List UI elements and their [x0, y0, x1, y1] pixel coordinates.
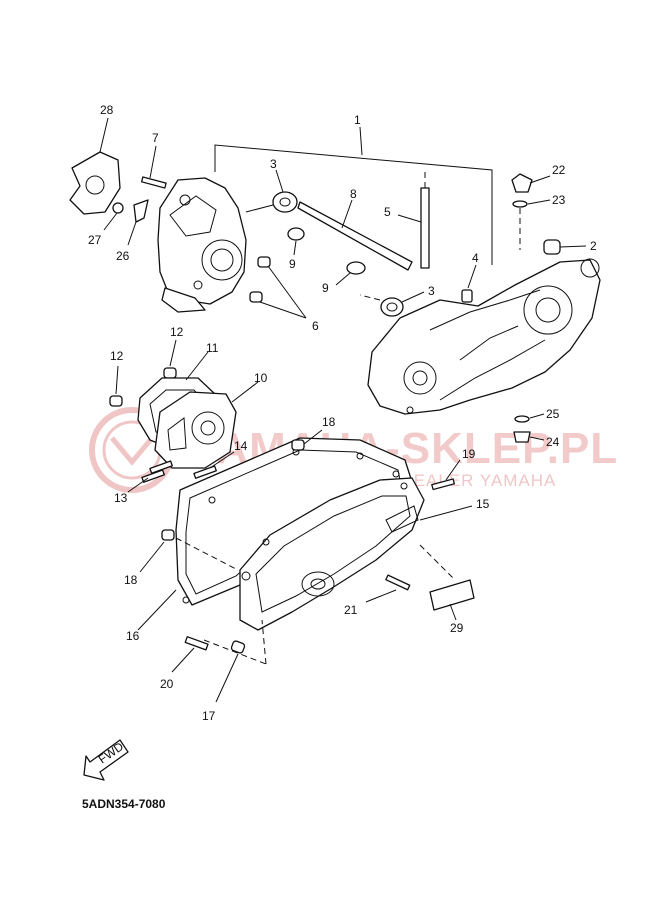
part-5-pipe — [397, 170, 430, 269]
part-14-bolt — [193, 451, 235, 479]
callout-8: 8 — [350, 187, 357, 201]
forward-direction-arrow: FWD — [83, 739, 129, 781]
callout-17: 17 — [202, 709, 216, 723]
callout-9-right: 9 — [322, 281, 329, 295]
callout-14: 14 — [234, 439, 248, 453]
part-2-collar — [543, 239, 587, 255]
callout-28: 28 — [100, 103, 114, 117]
assembly-1-bracket — [214, 126, 493, 265]
callout-19: 19 — [462, 447, 476, 461]
part-10-cover — [154, 381, 259, 469]
callout-13: 13 — [114, 491, 128, 505]
part-13-bolts — [127, 460, 173, 493]
part-18-dowel-lower — [139, 529, 239, 573]
callout-24: 24 — [546, 435, 560, 449]
callout-labels: 1 2 3 3 4 5 6 7 8 9 9 10 11 12 12 13 14 … — [88, 103, 597, 723]
callout-15: 15 — [476, 497, 490, 511]
callout-20: 20 — [160, 677, 174, 691]
callout-12-lower: 12 — [110, 349, 124, 363]
callout-21: 21 — [344, 603, 358, 617]
callout-22: 22 — [552, 163, 566, 177]
part-29-label — [429, 579, 475, 621]
callout-23: 23 — [552, 193, 566, 207]
callout-4: 4 — [472, 251, 479, 265]
part-27-screw — [112, 202, 124, 214]
callout-18-upper: 18 — [322, 415, 336, 429]
part-12-dowel-a — [163, 339, 177, 379]
callout-11: 11 — [206, 341, 219, 355]
part-3-bearing-lower — [359, 291, 425, 317]
diagram-code: 5ADN354-7080 — [82, 797, 166, 811]
right-crankcase-half — [367, 258, 601, 415]
callout-10: 10 — [254, 371, 268, 385]
part-22-drain-bolt — [511, 173, 551, 193]
callout-7: 7 — [152, 131, 159, 145]
callout-3-upper: 3 — [270, 157, 277, 171]
callout-5: 5 — [384, 205, 391, 219]
callout-26: 26 — [116, 249, 130, 263]
callout-6: 6 — [312, 319, 319, 333]
left-crankcase-half — [157, 177, 247, 313]
part-24-bolt — [513, 431, 545, 443]
callout-25: 25 — [546, 407, 560, 421]
part-6-dowels — [249, 256, 307, 319]
callout-3-lower: 3 — [428, 284, 435, 298]
part-17-dowel — [215, 619, 267, 703]
callout-27: 27 — [88, 233, 102, 247]
callout-9-left: 9 — [289, 257, 296, 271]
part-4-bolt — [461, 264, 477, 303]
part-23-o-ring — [512, 199, 551, 250]
part-7-bolt — [140, 145, 167, 189]
callout-29: 29 — [450, 621, 464, 635]
part-9-seal-upper — [287, 227, 305, 256]
part-25-washer — [514, 413, 545, 423]
part-21-bolt — [365, 574, 411, 603]
callout-18-lower: 18 — [124, 573, 138, 587]
callout-2: 2 — [590, 239, 597, 253]
part-28-plate — [69, 151, 121, 215]
part-18-dowel-upper — [291, 429, 323, 451]
part-15-crankcase-cover — [239, 477, 473, 631]
callout-16: 16 — [126, 629, 140, 643]
part-9-seal-lower — [335, 261, 366, 286]
part-3-bearing-upper — [245, 169, 298, 213]
part-19-bolt — [431, 459, 461, 491]
part-26-clip — [133, 199, 149, 223]
callout-12-upper: 12 — [170, 325, 184, 339]
part-20-bolt — [171, 636, 267, 673]
callout-1: 1 — [354, 113, 361, 127]
part-8-shaft — [297, 199, 413, 271]
part-12-dowel-b — [109, 365, 123, 407]
